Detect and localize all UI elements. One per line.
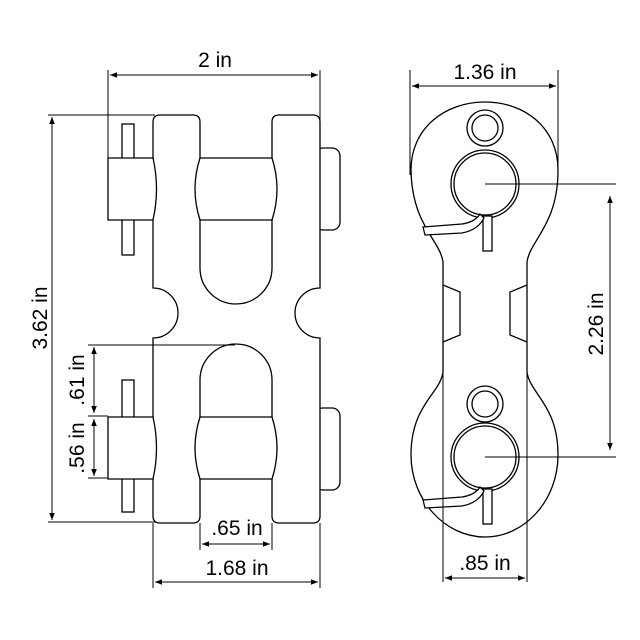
roller-top xyxy=(194,157,278,221)
cotter-leg-top xyxy=(482,215,493,252)
dimensions: 2 in 3.62 in .61 in .56 in .65 in 1.68 i… xyxy=(29,49,616,588)
dim-jaw-opening: .65 in xyxy=(211,517,262,540)
cotter-bend-bottom xyxy=(422,485,485,509)
front-view xyxy=(107,114,341,524)
neck-flat-left xyxy=(442,284,461,343)
dim-061: .61 in xyxy=(66,354,89,405)
dim-neck-width: .85 in xyxy=(459,552,510,575)
dim-overall-length: 3.62 in xyxy=(29,286,52,349)
cotter-bend-top xyxy=(422,212,485,236)
dim-pin-centers: 2.26 in xyxy=(585,292,608,355)
side-view xyxy=(410,101,559,538)
roller-bottom xyxy=(194,416,278,480)
dim-056: .56 in xyxy=(66,422,89,473)
link-body xyxy=(152,114,321,524)
dim-side-width: 1.36 in xyxy=(453,61,516,84)
pin-head-bottom xyxy=(107,416,158,480)
dim-overall-width: 2 in xyxy=(198,49,232,72)
pin-head-top xyxy=(107,157,158,221)
dim-body-width: 1.68 in xyxy=(205,557,268,580)
neck-flat-right xyxy=(509,284,528,343)
cotter-leg-bottom xyxy=(482,488,493,525)
